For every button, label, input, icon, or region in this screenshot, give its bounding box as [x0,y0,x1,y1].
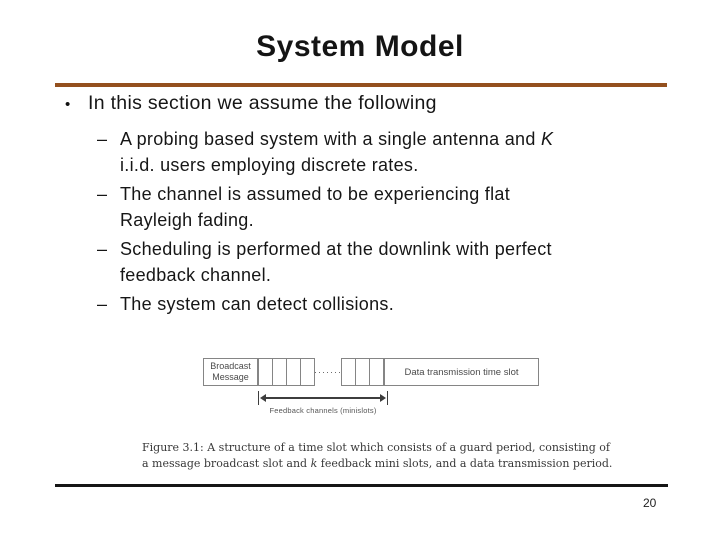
dash-marker-icon: – [97,294,108,314]
bullet-line: A probing based system with a single ant… [120,129,541,149]
title-rule [55,83,667,87]
timeslot-figure: Broadcast Message ······· Data transmiss… [203,358,539,386]
dash-marker-icon: – [97,129,108,149]
figure-caption: Figure 3.1: A structure of a time slot w… [142,440,612,472]
list-item: – Scheduling is performed at the downlin… [97,236,657,288]
arrow-line [264,397,382,399]
sub-bullet-text: The system can detect collisions. [120,291,394,317]
dash-marker-icon: – [97,184,108,204]
broadcast-message-box: Broadcast Message [203,358,258,386]
sub-bullet-list: – A probing based system with a single a… [97,126,657,317]
bullet-line: i.i.d. users employing discrete rates. [120,155,419,175]
minislot-cell [369,358,384,386]
caption-text: feedback mini slots, and a data transmis… [317,457,613,470]
caption-text: a message broadcast slot and [142,457,311,470]
feedback-span-arrow-icon [258,391,388,405]
bullet-line: Rayleigh fading. [120,210,254,230]
minislot-cell [272,358,287,386]
main-bullet-text: In this section we assume the following [88,92,437,114]
minislot-cell [355,358,370,386]
minislot-cell [341,358,356,386]
main-bullet: • In this section we assume the followin… [65,92,437,115]
feedback-channels-label: Feedback channels (minislots) [269,406,377,415]
minislot-cell [286,358,301,386]
minislot-cell [258,358,273,386]
ellipsis-dots: ······· [315,367,341,377]
caption-line-1: Figure 3.1: A structure of a time slot w… [142,441,610,454]
data-transmission-box: Data transmission time slot [384,358,539,386]
bullet-line: The channel is assumed to be experiencin… [120,184,511,204]
sub-bullet-text: Scheduling is performed at the downlink … [120,236,552,288]
bullet-line: The system can detect collisions. [120,294,395,314]
sub-bullet-text: The channel is assumed to be experiencin… [120,181,510,233]
list-item: – A probing based system with a single a… [97,126,657,178]
arrowhead-left-icon [260,394,266,402]
bullet-line-italic: K [540,129,554,149]
arrowhead-right-icon [380,394,386,402]
minislot-cell [300,358,315,386]
list-item: – The channel is assumed to be experienc… [97,181,657,233]
dash-marker-icon: – [97,239,108,259]
bullet-dot-icon: • [65,96,71,113]
footer-rule [55,484,668,487]
bullet-line: Scheduling is performed at the downlink … [120,239,552,259]
bullet-line: feedback channel. [120,265,272,285]
caption-line-2: a message broadcast slot and k feedback … [142,456,612,472]
caption-text-italic: k [310,457,318,470]
slide-title: System Model [256,30,464,63]
list-item: – The system can detect collisions. [97,291,657,317]
page-number: 20 [643,496,657,510]
sub-bullet-text: A probing based system with a single ant… [120,126,553,178]
